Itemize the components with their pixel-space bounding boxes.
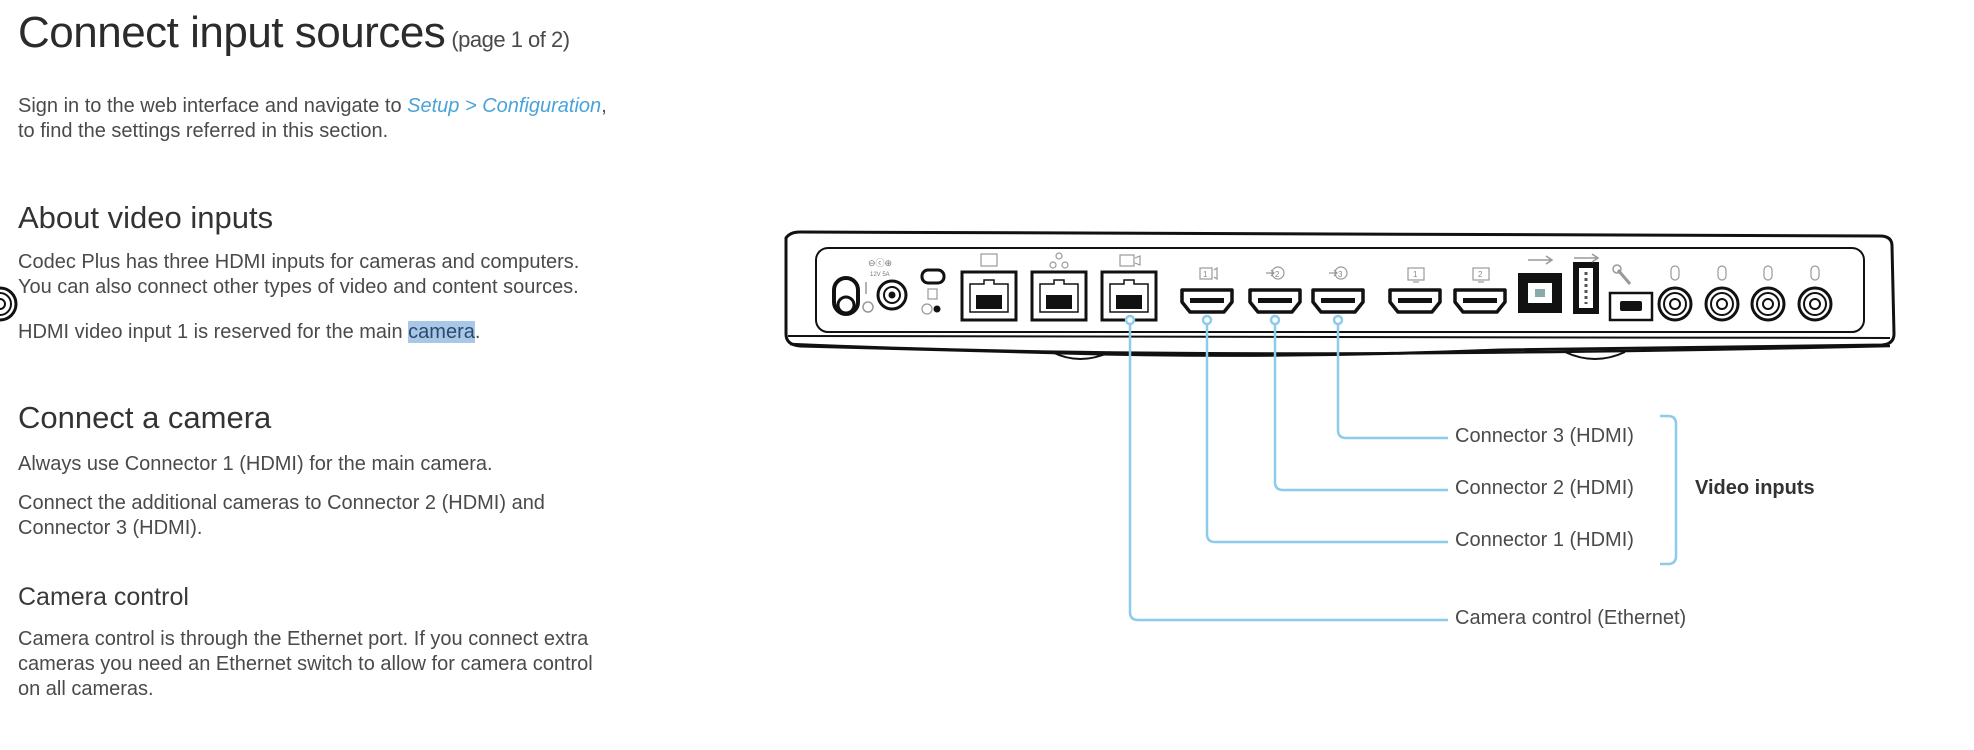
svg-text:1: 1 [1413, 270, 1418, 279]
hdmi-in-1-port-icon: 1 [1180, 266, 1234, 314]
page-title: Connect input sources(page 1 of 2) [18, 8, 570, 58]
camera-control-heading: Camera control [18, 583, 189, 611]
camera-control-label: Camera control (Ethernet) [1455, 607, 1687, 629]
hdmi-out-2-port-icon: 2 [1453, 267, 1507, 314]
hdmi-out-1-port-icon: 1 [1388, 267, 1442, 314]
highlighted-word: camera [408, 321, 475, 343]
connector-3-label: Connector 3 (HDMI) [1455, 425, 1634, 447]
hdmi-in-2-port-icon: 2 [1248, 266, 1302, 314]
callout-leaders [1124, 314, 1678, 622]
svg-text:12V 5A: 12V 5A [870, 272, 890, 278]
connect-camera-paragraph-1: Always use Connector 1 (HDMI) for the ma… [18, 453, 493, 475]
about-paragraph-1: Codec Plus has three HDMI inputs for cam… [18, 250, 579, 300]
connect-camera-paragraph-2: Connect the additional cameras to Connec… [18, 491, 545, 541]
intro-paragraph: Sign in to the web interface and navigat… [18, 94, 607, 144]
hdmi2-leader-dot [1269, 314, 1281, 326]
svg-text:1: 1 [1203, 270, 1208, 279]
connector-2-label: Connector 2 (HDMI) [1455, 477, 1634, 499]
micro-usb-service-jack-icon [1657, 265, 1693, 322]
svg-text:2: 2 [1478, 270, 1483, 279]
connect-camera-p2-line-1: Connect the additional cameras to Connec… [18, 492, 545, 514]
power-switch-icon [832, 276, 874, 316]
intro-line-1: Sign in to the web interface and navigat… [18, 94, 607, 119]
about-video-inputs-heading: About video inputs [18, 200, 274, 235]
mic-in-1-jack-icon [1704, 265, 1740, 322]
hdmi-ports: 1 2 3 1 2 [1180, 266, 1507, 314]
ethernet-leader-dot [1124, 314, 1136, 326]
mic-in-2-jack-icon [1750, 265, 1786, 322]
intro-text: Sign in to the web interface and navigat… [18, 95, 408, 117]
page-title-text: Connect input sources [18, 8, 446, 57]
video-inputs-bracket [1660, 414, 1678, 566]
about-p2-period: . [474, 321, 481, 343]
about-p1-line-2: You can also connect other types of vide… [18, 276, 579, 298]
connect-camera-heading: Connect a camera [18, 400, 272, 435]
hdmi3-leader-dot [1332, 314, 1344, 326]
mic-in-3-jack-icon [1797, 265, 1833, 322]
ethernet-network-port-icon [1030, 252, 1088, 322]
hdmi-in-3-port-icon: 3 [1311, 266, 1365, 314]
video-inputs-group-label: Video inputs [1695, 477, 1815, 499]
usb-b-port-icon [1518, 255, 1562, 313]
about-p1-line-1: Codec Plus has three HDMI inputs for cam… [18, 251, 580, 273]
intro-comma: , [601, 95, 607, 117]
hdmi1-leader-dot [1201, 314, 1213, 326]
security-lock-icon [920, 268, 946, 300]
connect-camera-p2-line-2: Connector 3 (HDMI). [18, 517, 203, 539]
svg-text:2: 2 [1275, 270, 1280, 279]
ethernet-touch-port-icon [960, 253, 1018, 322]
ethernet-camera-port-icon [1100, 254, 1158, 322]
service-port-icon [1608, 264, 1654, 322]
camera-control-line-1: Camera control is through the Ethernet p… [18, 628, 589, 650]
page-indicator: (page 1 of 2) [451, 27, 570, 52]
connector1-leader [1205, 324, 1448, 544]
camera-control-line-3: on all cameras. [18, 678, 154, 700]
svg-text:3: 3 [1338, 270, 1343, 279]
about-p2-text: HDMI video input 1 is reserved for the m… [18, 321, 409, 343]
dc-power-icon: ⊖ⓒ⊕ 12V 5A [868, 258, 908, 311]
connector-1-label: Connector 1 (HDMI) [1455, 529, 1634, 551]
camera-control-leader [1128, 324, 1448, 622]
setup-configuration-link[interactable]: Setup > Configuration [407, 95, 602, 117]
connector2-leader [1273, 324, 1448, 492]
camera-control-line-2: cameras you need an Ethernet switch to a… [18, 653, 593, 675]
usb-a-port-icon [1573, 253, 1600, 314]
intro-line-2: to find the settings referred in this se… [18, 120, 389, 142]
audio-jacks [0, 265, 1833, 322]
connector3-leader [1336, 324, 1448, 440]
svg-text:⊖ⓒ⊕: ⊖ⓒ⊕ [868, 258, 892, 268]
audio-out-jack-icon [0, 288, 18, 322]
camera-control-paragraph: Camera control is through the Ethernet p… [18, 627, 593, 702]
reset-icon [921, 303, 941, 315]
about-paragraph-2: HDMI video input 1 is reserved for the m… [18, 320, 480, 345]
